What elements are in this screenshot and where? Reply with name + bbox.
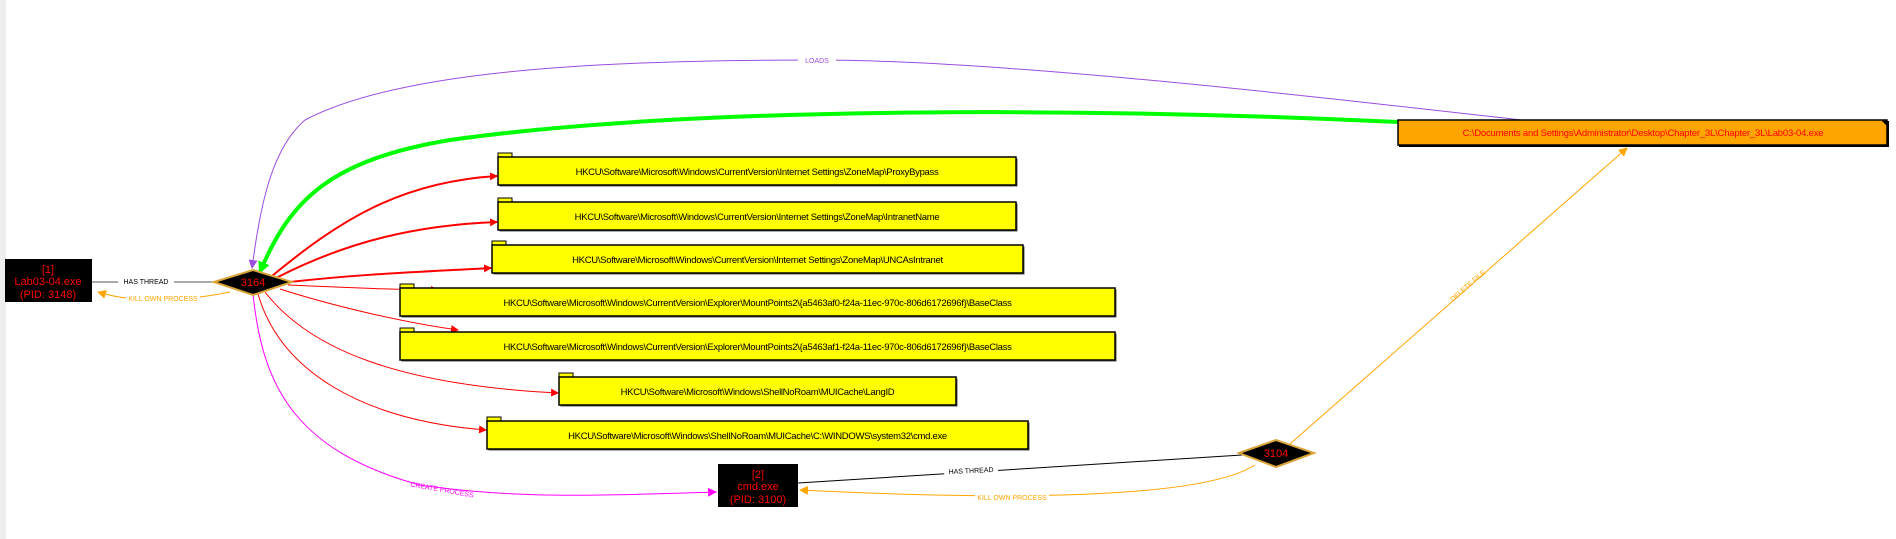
svg-text:C:\Documents and Settings\Admi: C:\Documents and Settings\Administrator\…	[1463, 128, 1824, 139]
registry-key-label: HKCU\Software\Microsoft\Windows\CurrentV…	[503, 342, 1012, 353]
svg-text:3104: 3104	[1264, 448, 1288, 460]
edge-label-create-process: CREATE PROCESS	[410, 481, 475, 499]
edge-label-has-thread-1: HAS THREAD	[124, 279, 169, 286]
registry-key-label: HKCU\Software\Microsoft\Windows\ShellNoR…	[568, 431, 947, 442]
svg-text:3164: 3164	[241, 277, 265, 289]
process-node-lab03[interactable]: [1] Lab03-04.exe (PID: 3148)	[5, 259, 92, 302]
registry-edges	[257, 172, 559, 434]
edge-label-delete-file: DELETE FILE	[1449, 269, 1487, 303]
svg-text:[1]: [1]	[42, 264, 54, 276]
registry-key-label: HKCU\Software\Microsoft\Windows\CurrentV…	[572, 255, 943, 266]
registry-key-label: HKCU\Software\Microsoft\Windows\CurrentV…	[576, 167, 939, 178]
svg-text:[2]: [2]	[752, 469, 764, 481]
svg-text:(PID: 3148): (PID: 3148)	[20, 289, 76, 301]
edge-kill-own-2	[799, 464, 1256, 497]
edge-delete-file	[1289, 147, 1628, 445]
edge-label-kill-own-2: KILL OWN PROCESS	[977, 495, 1047, 502]
registry-node[interactable]: HKCU\Software\Microsoft\Windows\CurrentV…	[399, 327, 1117, 362]
registry-key-label: HKCU\Software\Microsoft\Windows\CurrentV…	[575, 212, 940, 223]
registry-node[interactable]: HKCU\Software\Microsoft\Windows\ShellNoR…	[558, 372, 958, 407]
process-node-cmd[interactable]: [2] cmd.exe (PID: 3100)	[718, 464, 798, 507]
left-gutter	[0, 0, 6, 539]
edge-create-process	[252, 293, 717, 497]
registry-node[interactable]: HKCU\Software\Microsoft\Windows\CurrentV…	[497, 197, 1018, 232]
edge-has-thread-2	[797, 454, 1243, 484]
edge-loads	[248, 59, 1531, 269]
thread-node-3164[interactable]: 3164	[210, 268, 296, 297]
svg-text:cmd.exe: cmd.exe	[737, 481, 779, 493]
edge-label-loads: LOADS	[805, 58, 829, 65]
file-node[interactable]: C:\Documents and Settings\Administrator\…	[1397, 119, 1889, 147]
registry-key-label: HKCU\Software\Microsoft\Windows\CurrentV…	[503, 298, 1012, 309]
edge-label-has-thread-2: HAS THREAD	[948, 467, 993, 476]
registry-key-label: HKCU\Software\Microsoft\Windows\ShellNoR…	[621, 387, 895, 398]
registry-node[interactable]: HKCU\Software\Microsoft\Windows\CurrentV…	[497, 152, 1018, 187]
svg-text:(PID: 3100): (PID: 3100)	[730, 494, 786, 506]
thread-node-3104[interactable]: 3104	[1236, 438, 1317, 469]
registry-node[interactable]: HKCU\Software\Microsoft\Windows\ShellNoR…	[486, 416, 1030, 451]
edge-label-kill-own-1: KILL OWN PROCESS	[128, 296, 198, 303]
svg-text:Lab03-04.exe: Lab03-04.exe	[14, 276, 81, 288]
edge-green	[258, 110, 1399, 274]
registry-node[interactable]: HKCU\Software\Microsoft\Windows\CurrentV…	[491, 240, 1025, 275]
registry-node[interactable]: HKCU\Software\Microsoft\Windows\CurrentV…	[399, 283, 1117, 318]
